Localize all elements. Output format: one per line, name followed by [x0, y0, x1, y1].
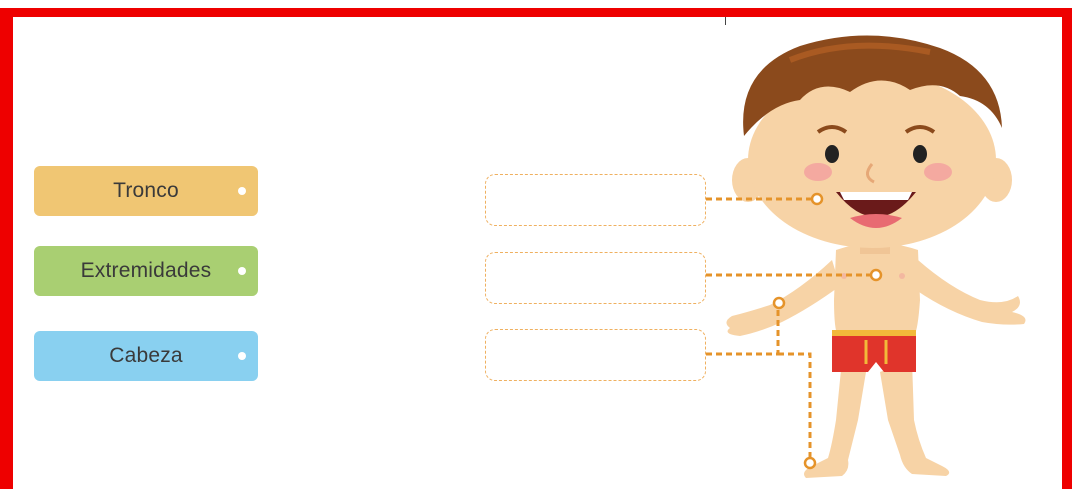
- boy-legs: [804, 360, 949, 478]
- boy-underwear: [832, 330, 916, 372]
- red-border-right: [1062, 8, 1072, 489]
- boy-torso: [834, 243, 920, 336]
- boy-head: [732, 35, 1012, 248]
- nipple-right: [899, 273, 905, 279]
